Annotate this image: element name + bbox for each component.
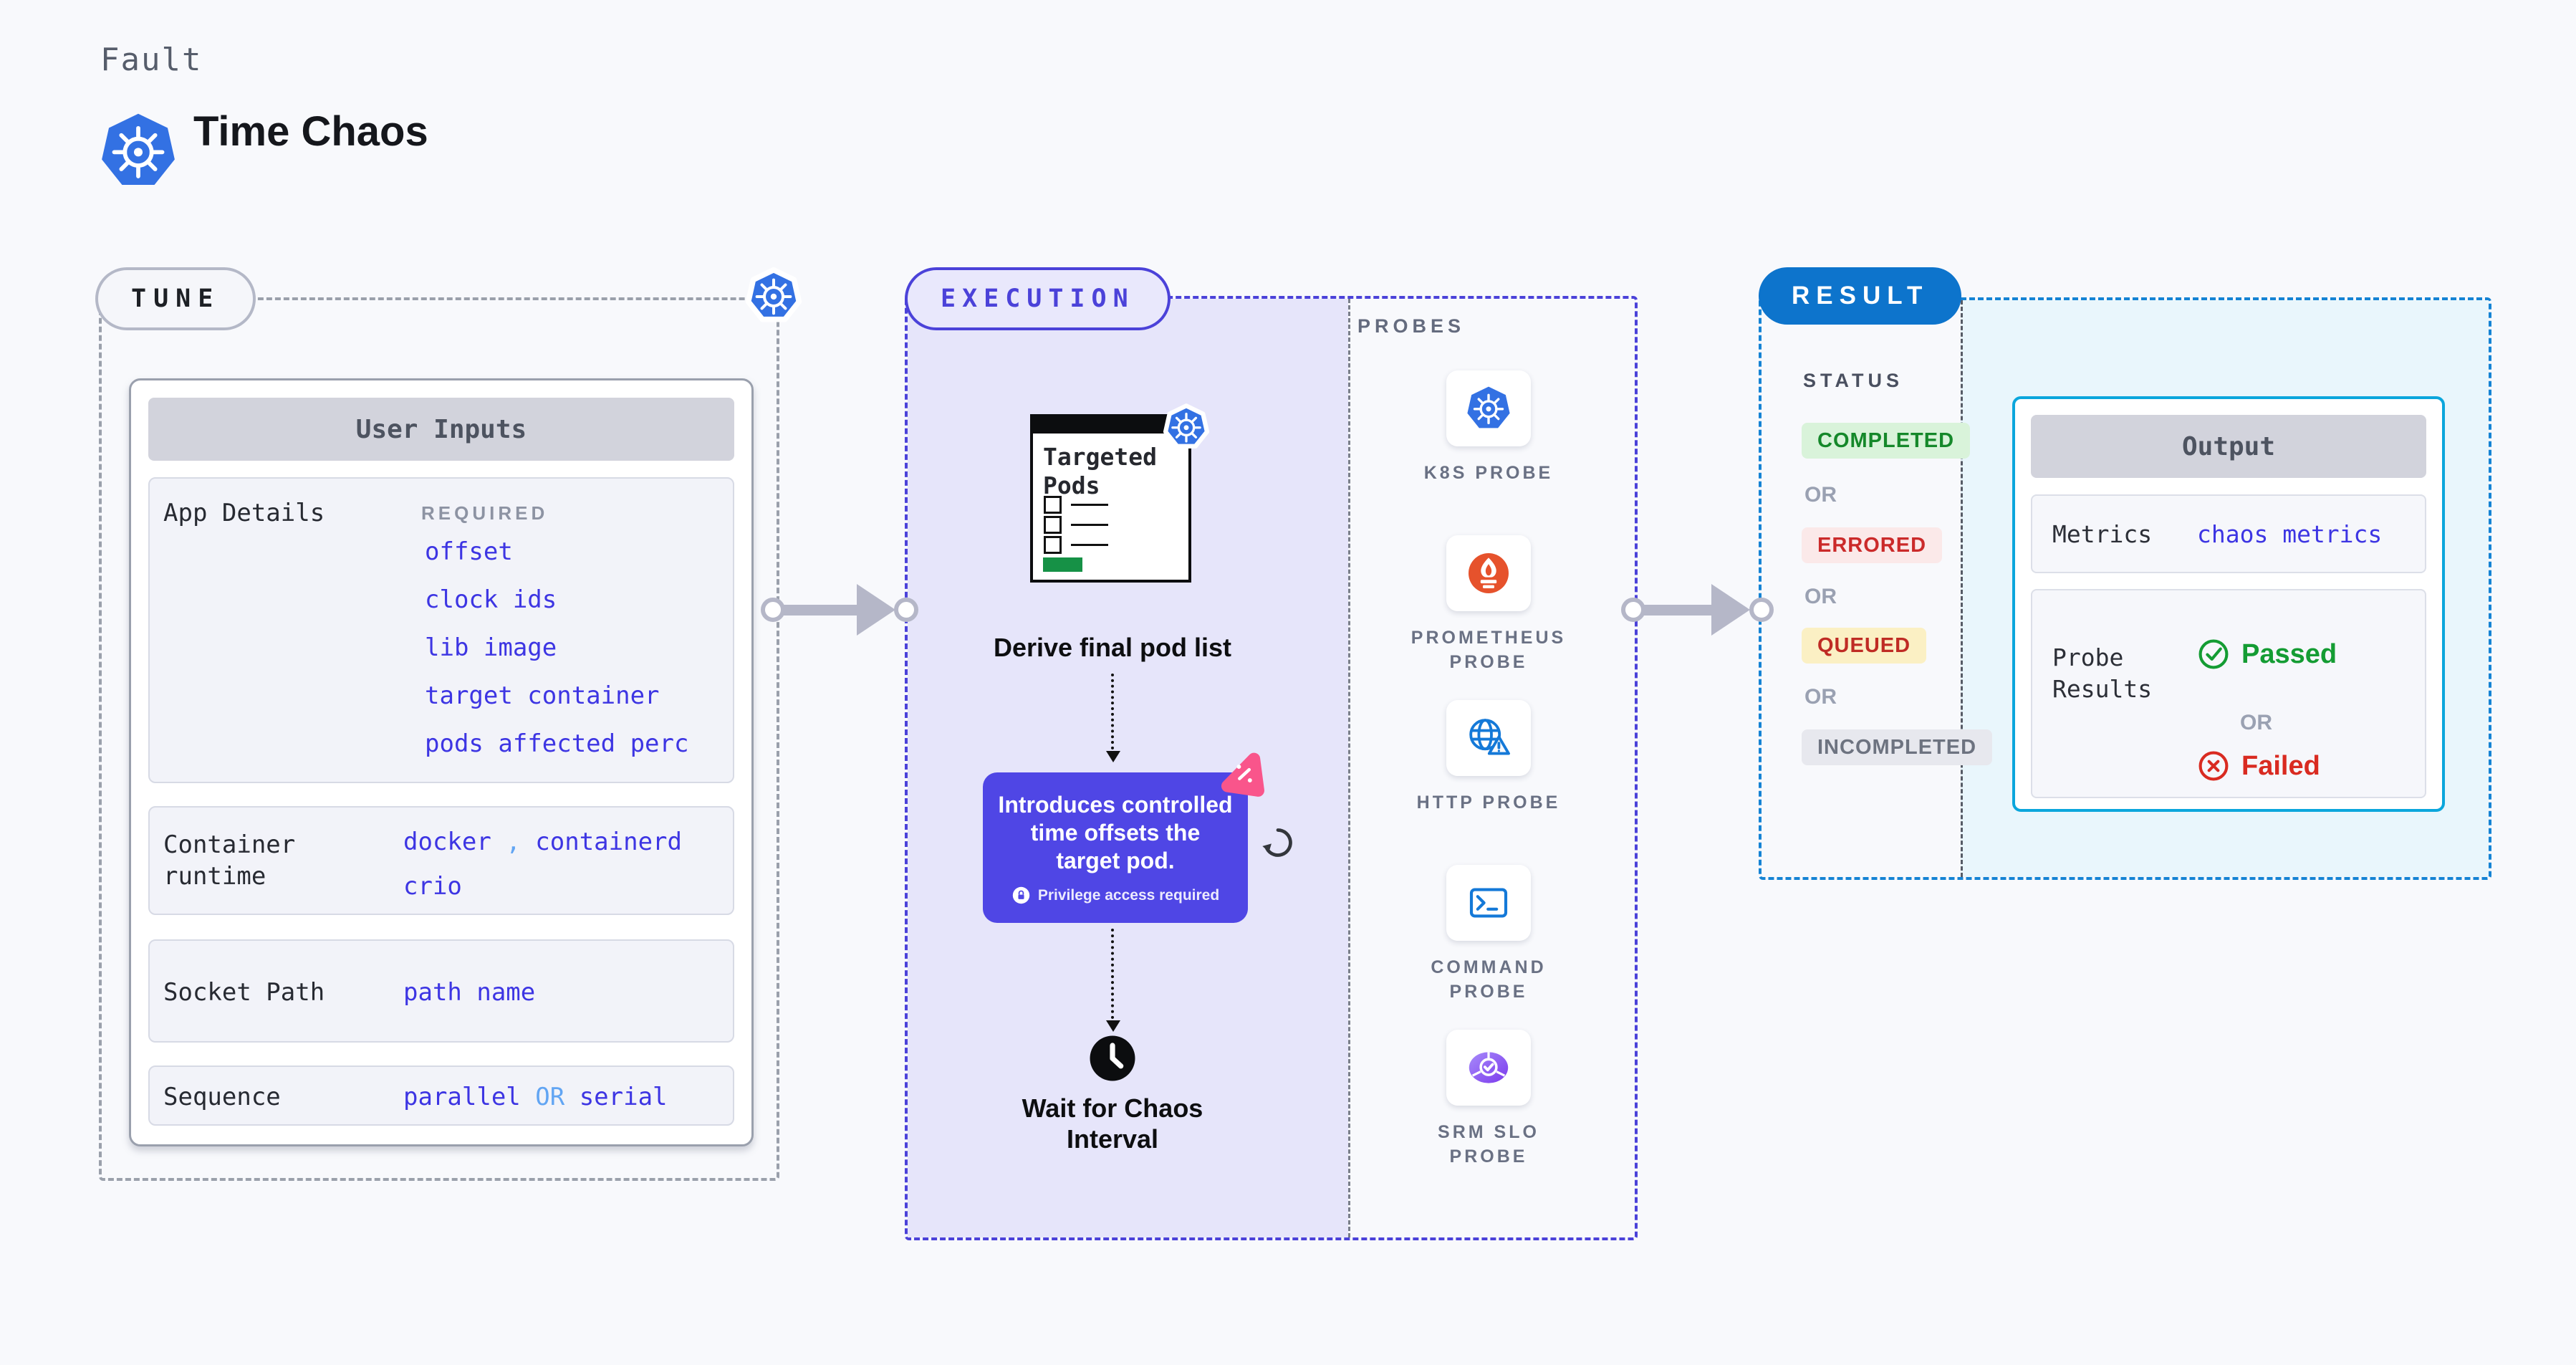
terminal-icon (1466, 880, 1512, 926)
progress-bar (1043, 557, 1082, 572)
sequence-value: parallel OR serial (403, 1083, 668, 1111)
probe-label: SRM SLO PROBE (1438, 1122, 1539, 1167)
or-separator: OR (1804, 483, 1837, 507)
probe-label: PROMETHEUS PROBE (1410, 628, 1567, 672)
kubernetes-icon (99, 112, 178, 191)
metrics-label: Metrics (2052, 520, 2153, 548)
execution-pill: EXECUTION (905, 267, 1171, 330)
arrow-execution-to-result (1638, 605, 1716, 616)
status-badge-errored: ERRORED (1802, 527, 1943, 563)
passed-result: Passed (2197, 638, 2337, 671)
app-details-label: App Details (163, 499, 325, 527)
sequence-label: Sequence (163, 1083, 281, 1111)
probe-label: K8S PROBE (1423, 463, 1554, 483)
wait-interval-label: Wait for Chaos Interval (1022, 1093, 1203, 1154)
x-circle-icon (2197, 749, 2230, 782)
probe-label: COMMAND PROBE (1431, 957, 1547, 1002)
output-card: Output Metrics chaos metrics Probe Resul… (2012, 396, 2445, 812)
arrow-endpoint-dot (894, 598, 918, 622)
status-badge-completed: COMPLETED (1802, 423, 1971, 459)
container-runtime-values-line2: crio (403, 872, 462, 901)
http-probe-card (1446, 700, 1531, 776)
metrics-row: Metrics chaos metrics (2031, 494, 2426, 573)
status-badge-incompleted: INCOMPLETED (1802, 729, 1993, 765)
arrow-endpoint-dot (1621, 598, 1645, 622)
or-separator: OR (1804, 585, 1837, 608)
tune-pill: TUNE (95, 267, 256, 330)
status-heading: STATUS (1803, 370, 1903, 391)
pod-list-item (1044, 516, 1108, 534)
targeted-pods-title: Targeted Pods (1043, 443, 1157, 499)
arrow-tune-to-execution (777, 605, 860, 616)
value-pods-affected-perc: pods affected perc (425, 729, 689, 758)
lock-icon (1011, 886, 1031, 905)
user-inputs-card: User Inputs App Details REQUIRED offset … (129, 378, 754, 1146)
status-badge-queued: QUEUED (1802, 628, 1927, 664)
k8s-probe-card (1446, 370, 1531, 446)
flow-arrow-head (1106, 1020, 1120, 1032)
result-pill: RESULT (1759, 267, 1962, 325)
targeted-pods-card: Targeted Pods (1030, 414, 1191, 583)
refresh-icon (1258, 823, 1298, 863)
failed-result: Failed (2197, 749, 2320, 782)
container-runtime-values-line1: docker , containerd (403, 828, 682, 856)
value-target-container: target container (425, 681, 660, 710)
probe-label: HTTP PROBE (1416, 792, 1561, 813)
status-divider (1961, 300, 1963, 877)
user-inputs-title: User Inputs (148, 398, 734, 461)
pod-list-item (1044, 536, 1108, 554)
container-runtime-label: Container runtime (163, 830, 296, 891)
derive-pod-list-label: Derive final pod list (993, 633, 1232, 662)
arrow-head (857, 584, 895, 636)
chaos-tooltip: Introduces controlled time offsets the t… (983, 772, 1248, 923)
command-probe-card (1446, 865, 1531, 941)
sequence-row: Sequence parallel OR serial (148, 1065, 734, 1126)
output-title: Output (2031, 415, 2426, 478)
page-title: Time Chaos (193, 108, 428, 155)
arrow-endpoint-dot (1749, 598, 1774, 622)
value-clock-ids: clock ids (425, 585, 557, 614)
value-offset: offset (425, 537, 513, 566)
app-details-row: App Details REQUIRED offset clock ids li… (148, 477, 734, 783)
metrics-value: chaos metrics (2197, 520, 2383, 548)
probes-heading: PROBES (1357, 315, 1466, 337)
srm-slo-probe-card (1446, 1030, 1531, 1106)
or-separator: OR (1804, 685, 1837, 709)
probe-results-row: Probe Results Passed OR Failed (2031, 589, 2426, 798)
prometheus-probe-card (1446, 535, 1531, 611)
flow-dotted-line (1111, 929, 1114, 1019)
socket-path-row: Socket Path path name (148, 939, 734, 1043)
kubernetes-icon (1466, 385, 1512, 431)
value-lib-image: lib image (425, 633, 557, 662)
clock-icon (1087, 1033, 1138, 1084)
tune-panel (99, 297, 779, 1181)
tooltip-note: Privilege access required (983, 886, 1248, 905)
socket-path-label: Socket Path (163, 978, 325, 1007)
fault-eyebrow: Fault (100, 42, 203, 78)
kubernetes-icon (1160, 401, 1212, 453)
required-tag: REQUIRED (421, 502, 549, 524)
arrow-head (1711, 584, 1750, 636)
kubernetes-icon (742, 264, 805, 327)
litmus-pink-icon (1213, 745, 1274, 805)
slo-pie-check-icon (1466, 1045, 1512, 1091)
flow-dotted-line (1111, 674, 1114, 749)
tooltip-text: Introduces controlled time offsets the t… (998, 792, 1233, 873)
check-circle-icon (2197, 638, 2230, 671)
flow-arrow-head (1106, 751, 1120, 762)
arrow-endpoint-dot (761, 598, 785, 622)
prometheus-icon (1466, 550, 1512, 596)
or-separator: OR (2240, 711, 2272, 734)
app-details-values: offset clock ids lib image target contai… (425, 537, 688, 777)
probe-results-label: Probe Results (2052, 643, 2153, 703)
probes-divider (1348, 299, 1350, 1237)
pod-list-item (1044, 496, 1108, 514)
container-runtime-row: Container runtime docker , containerd cr… (148, 806, 734, 915)
globe-warning-icon (1466, 715, 1512, 761)
socket-path-value: path name (403, 978, 536, 1007)
